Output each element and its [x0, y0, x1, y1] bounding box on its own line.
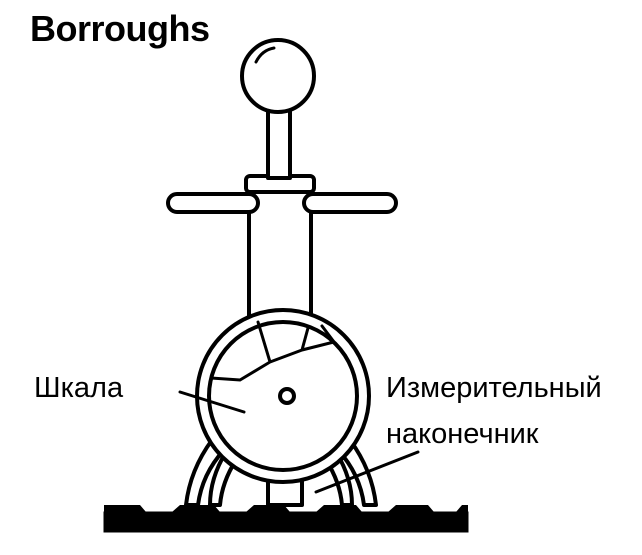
measuring-tip-label-line1: Измерительный — [386, 372, 602, 404]
scale-label: Шкала — [34, 372, 124, 404]
measuring-tip-label-line2: наконечник — [386, 418, 539, 450]
gauge-legs — [184, 438, 378, 507]
scale-leader-line — [178, 390, 246, 414]
knob-ball — [240, 38, 316, 114]
gauge-body — [247, 186, 313, 320]
tip-leader-line — [314, 450, 420, 494]
brand-title: Borroughs — [30, 8, 210, 49]
dial-scale-marks — [209, 320, 337, 382]
left-handle — [166, 192, 260, 214]
knob-highlight — [254, 46, 276, 64]
knob-stem — [266, 106, 292, 180]
toothed-belt — [103, 511, 469, 533]
dial-center-pin — [278, 387, 296, 405]
right-handle — [302, 192, 398, 214]
